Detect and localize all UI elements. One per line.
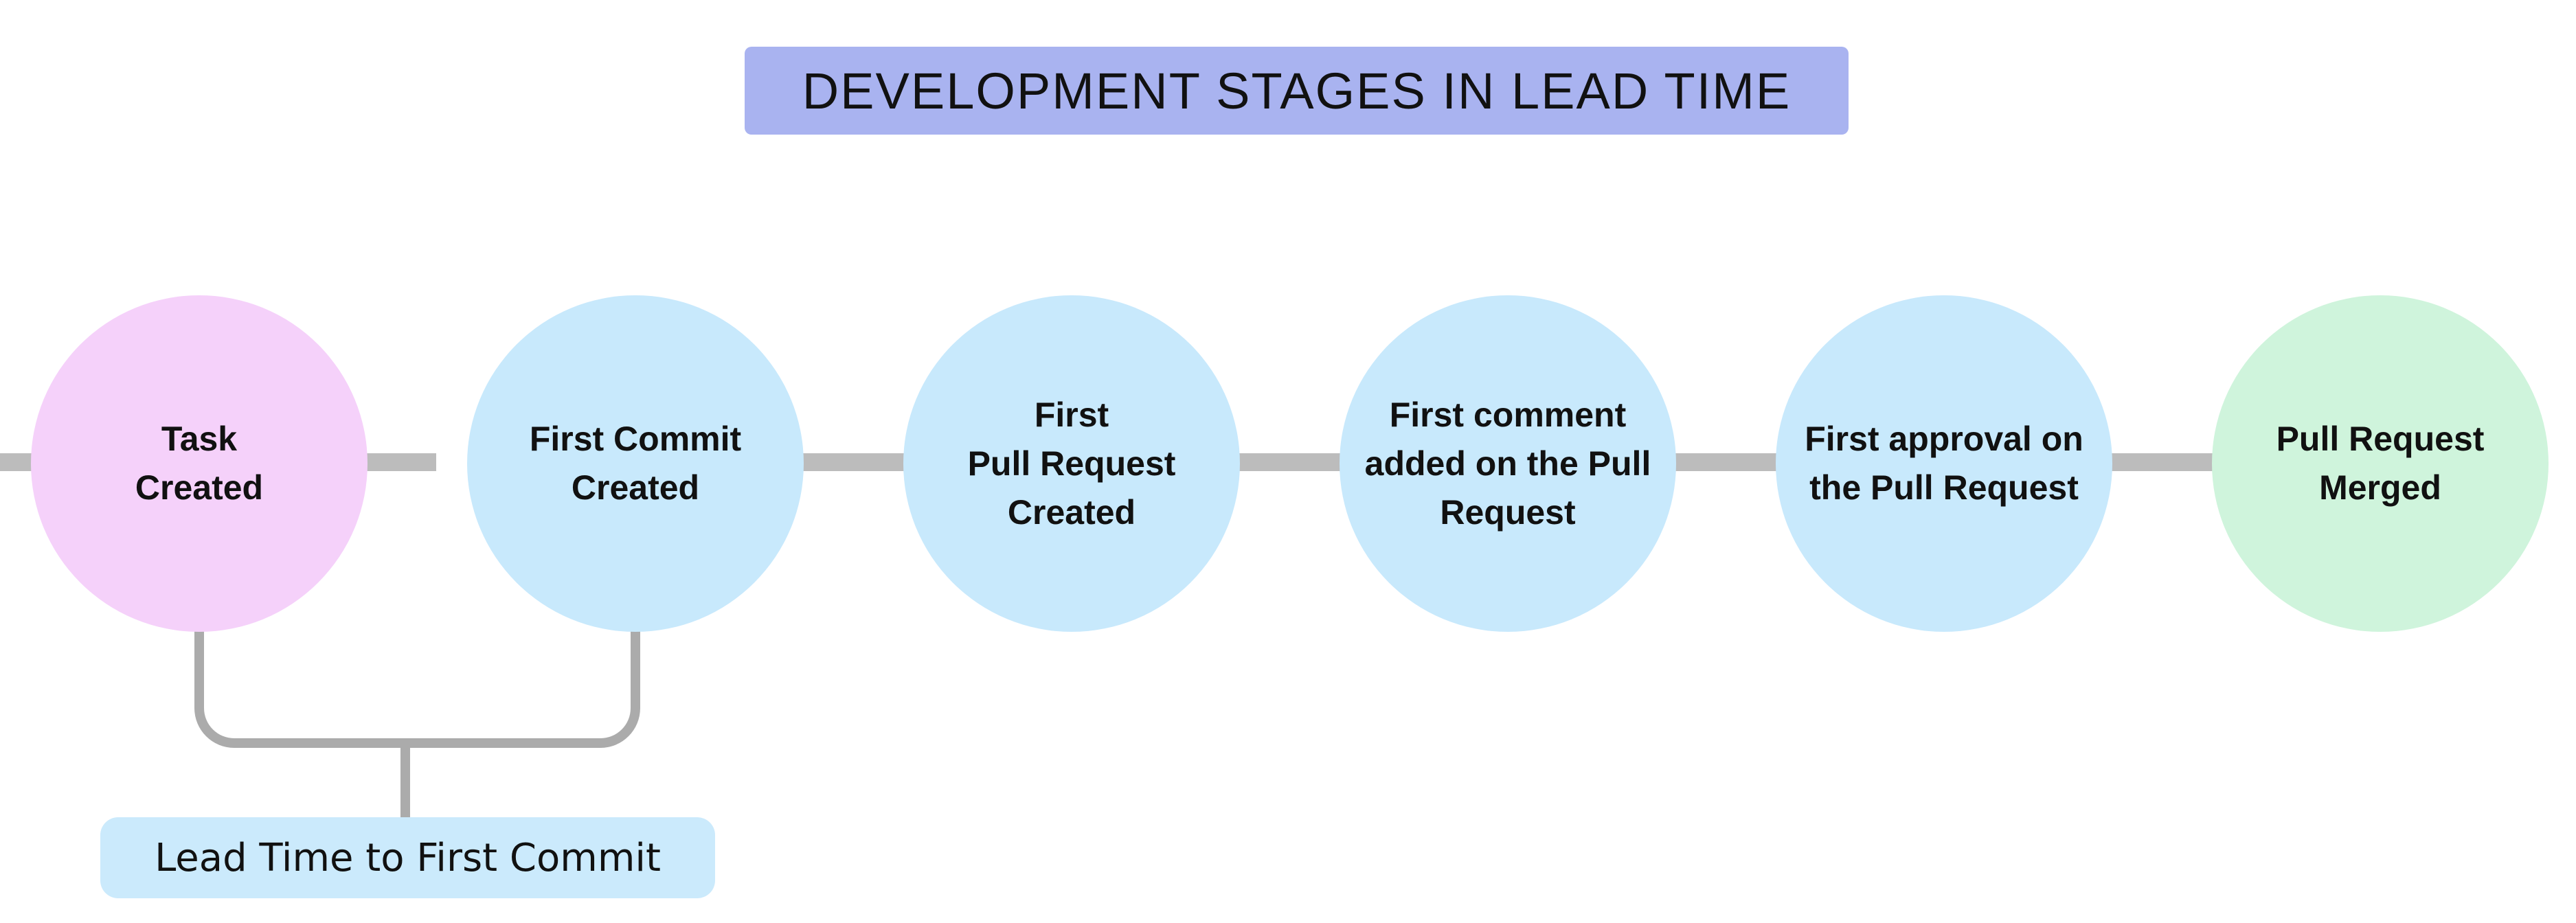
stage-label-line: added on the Pull	[1364, 444, 1651, 483]
page-title: DEVELOPMENT STAGES IN LEAD TIME	[745, 47, 1849, 135]
stage-label-line: First Commit	[529, 420, 742, 458]
stage-label-line: First approval on	[1805, 420, 2083, 458]
stage-label-line: Pull Request	[2276, 420, 2485, 458]
stage-node-task-created: Task Created	[31, 295, 368, 632]
stage-label-line: the Pull Request	[1809, 468, 2079, 507]
stage-label-line: Task	[161, 420, 238, 458]
stage-label-line: Created	[571, 468, 700, 507]
stage-label-line: Created	[1007, 492, 1136, 532]
lead-time-annotation: Lead Time to First Commit	[100, 817, 715, 898]
stage-label-line: Request	[1440, 492, 1576, 532]
stage-node-first-commit-created: First Commit Created	[467, 295, 804, 632]
bracket-stem	[400, 738, 410, 818]
stage-label-line: Merged	[2319, 468, 2441, 507]
stage-label-line: First	[1034, 395, 1109, 434]
stage-node-first-approval: First approval on the Pull Request	[1776, 295, 2112, 632]
stage-label-line: Pull Request	[967, 444, 1176, 483]
stage-node-pull-request-merged: Pull Request Merged	[2212, 295, 2549, 632]
stage-node-first-pull-request-created: First Pull Request Created	[903, 295, 1240, 632]
lead-time-annotation-label: Lead Time to First Commit	[155, 835, 661, 880]
lead-time-bracket	[194, 630, 640, 748]
stage-label-line: Created	[135, 468, 264, 507]
stage-label-line: First comment	[1389, 395, 1627, 434]
stage-node-first-comment-added: First comment added on the Pull Request	[1340, 295, 1676, 632]
